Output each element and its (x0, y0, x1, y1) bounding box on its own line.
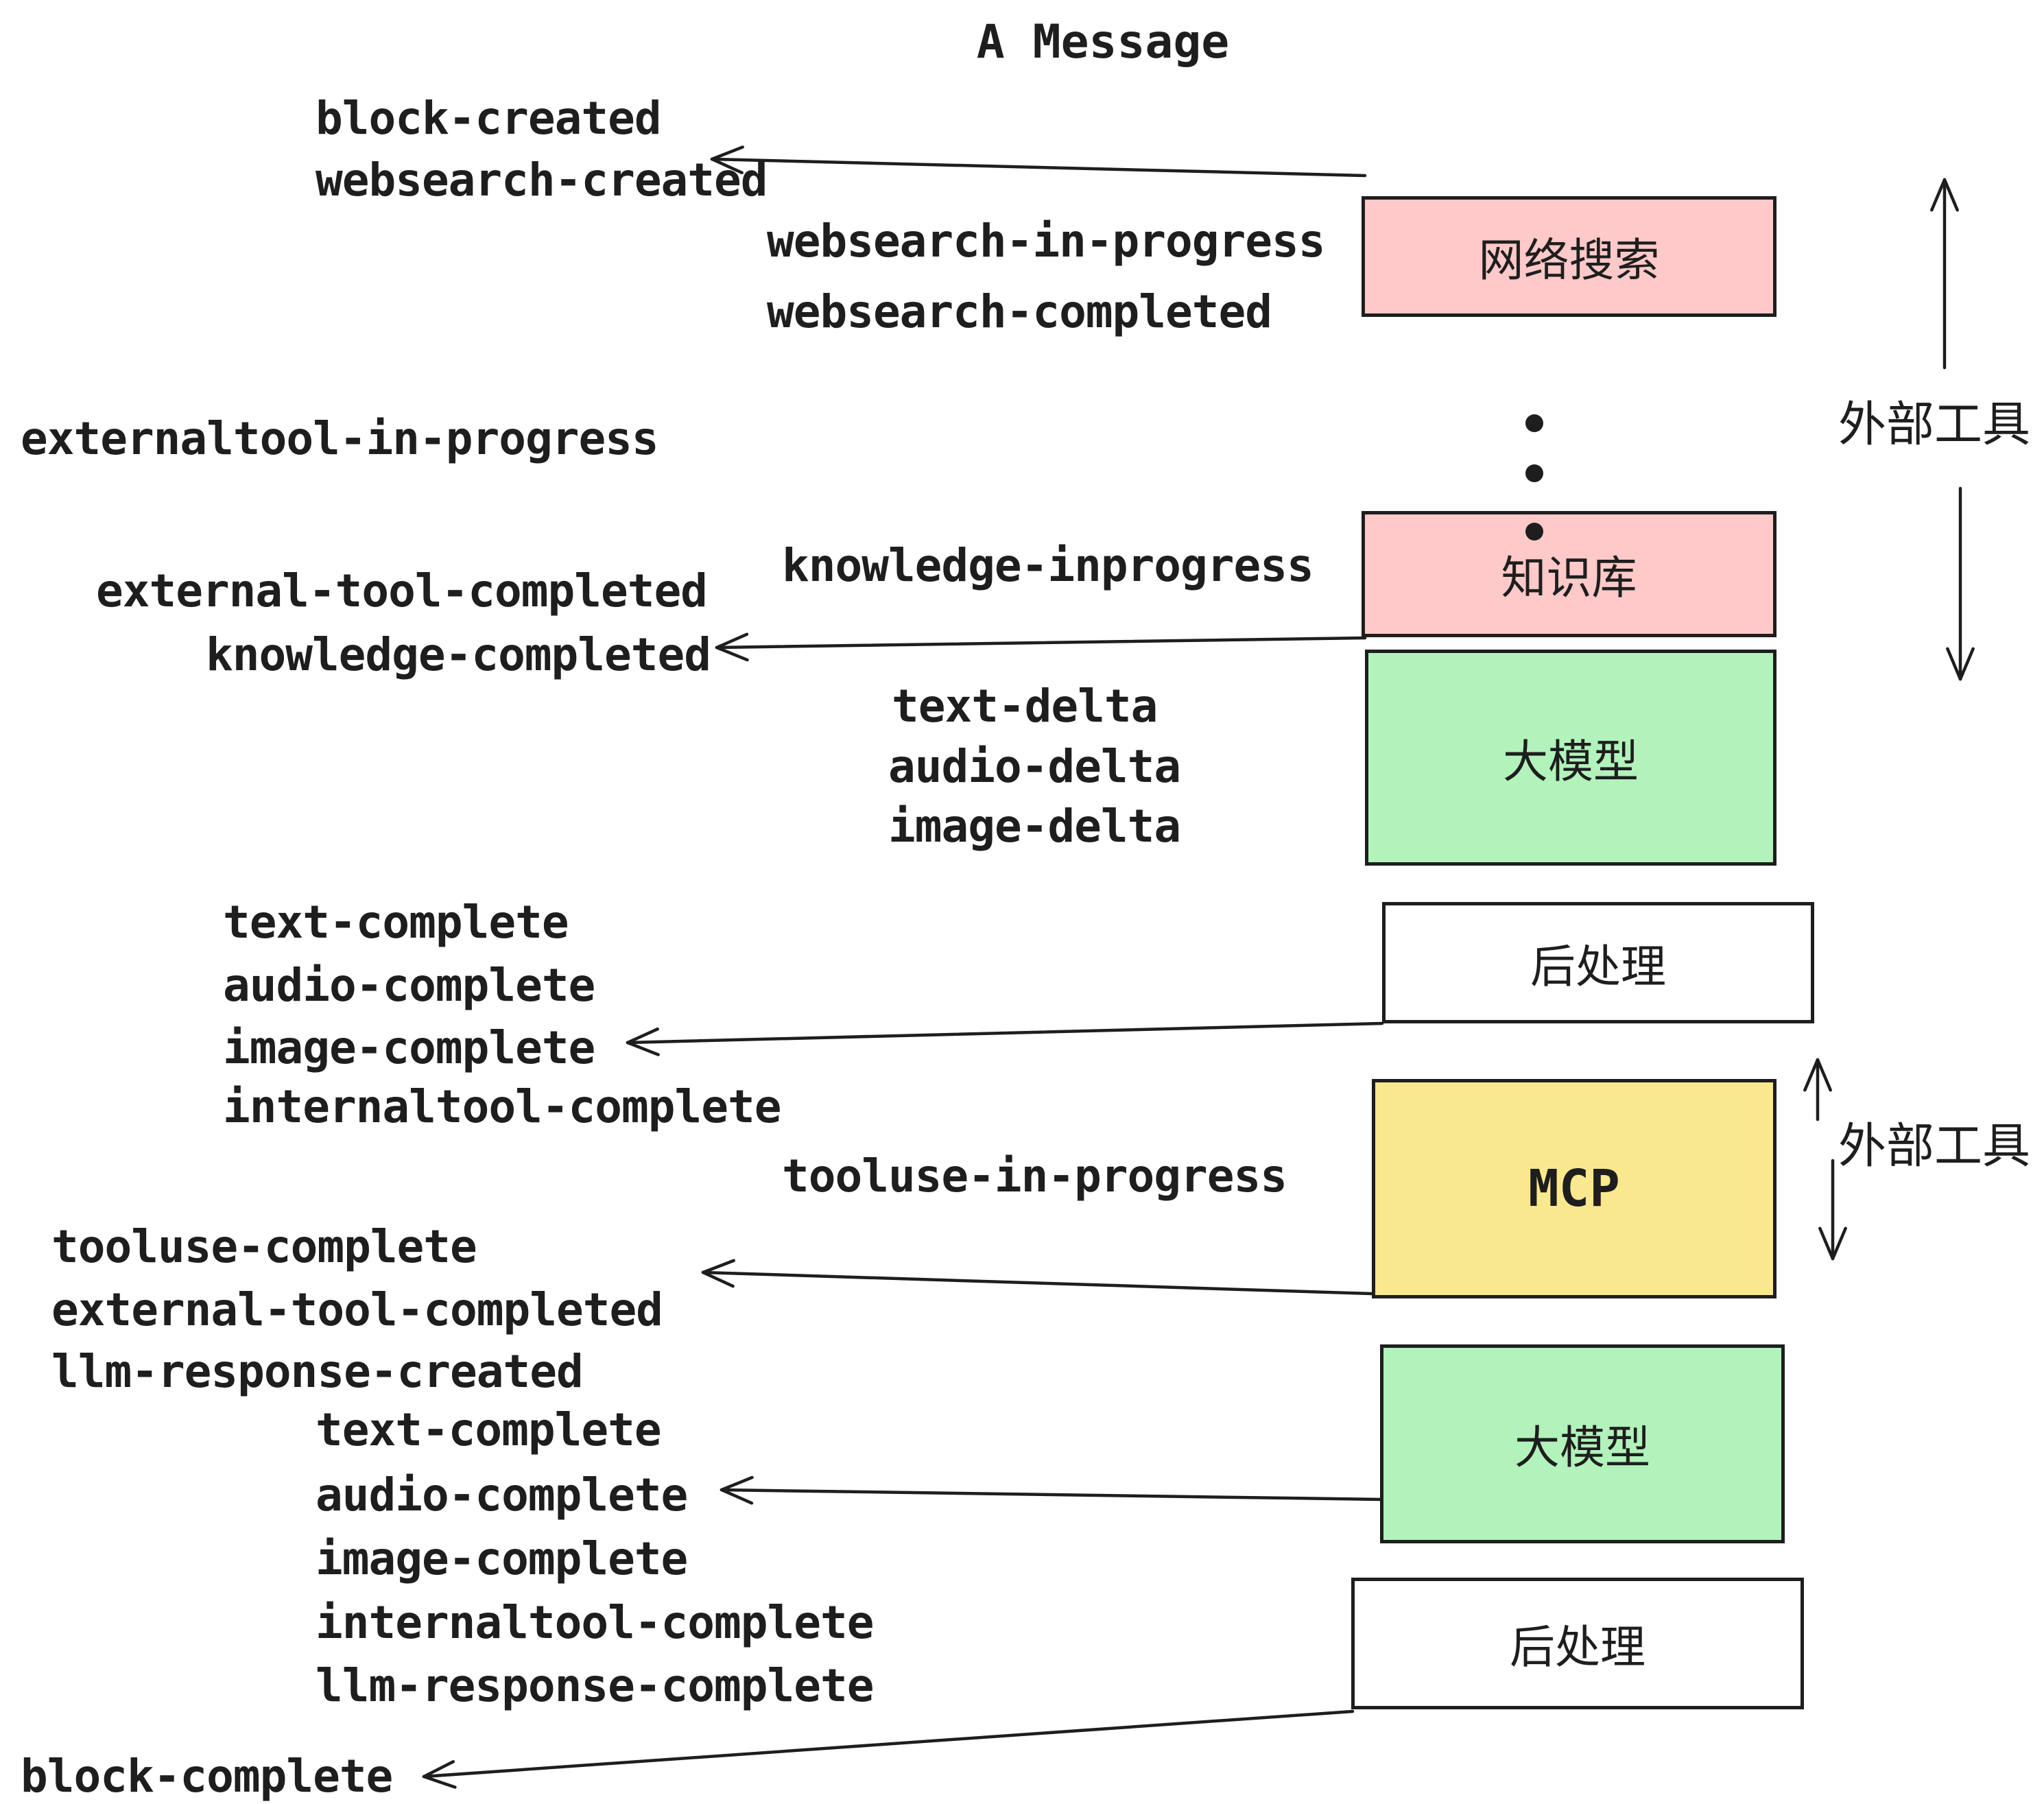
event-label: internaltool-complete (316, 1596, 874, 1649)
event-label: audio-complete (316, 1469, 688, 1521)
event-label: image-complete (316, 1532, 688, 1585)
arrow-to-image-complete (626, 1021, 1384, 1056)
flow-box: MCP (1372, 1079, 1776, 1298)
side-label-external-tools: 外部工具 (1838, 396, 2030, 453)
event-label: image-delta (888, 800, 1181, 853)
arrow-to-block-complete (422, 1709, 1355, 1789)
event-label: text-complete (316, 1403, 662, 1456)
flow-box: 后处理 (1351, 1578, 1804, 1709)
flow-box-label: 网络搜索 (1478, 234, 1660, 287)
flow-box-label: 大模型 (1503, 735, 1639, 788)
event-label: audio-complete (223, 959, 595, 1012)
flow-box: 知识库 (1362, 511, 1776, 637)
event-label: block-created (316, 92, 662, 145)
event-label: block-complete (21, 1750, 393, 1803)
flow-box-label: 知识库 (1501, 551, 1637, 604)
side-label-external-tools: 外部工具 (1838, 1117, 2030, 1174)
event-label: tooluse-in-progress (782, 1150, 1287, 1202)
event-label: websearch-in-progress (767, 215, 1325, 268)
flow-box-label: 后处理 (1510, 1621, 1645, 1674)
event-label: external-tool-completed (51, 1283, 663, 1336)
event-label: externaltool-in-progress (21, 412, 659, 465)
event-label: knowledge-inprogress (782, 539, 1314, 592)
arrow-to-audio-complete (720, 1475, 1383, 1505)
external-tools-down-arrow-1 (1946, 486, 1975, 681)
external-tools-up-arrow-1 (1930, 178, 1959, 370)
flow-box-label: MCP (1528, 1159, 1620, 1218)
event-label: text-complete (223, 896, 569, 949)
flow-box: 大模型 (1380, 1344, 1785, 1543)
flow-box-label: 后处理 (1530, 940, 1666, 993)
flow-box: 后处理 (1382, 902, 1814, 1023)
event-label: websearch-created (316, 154, 768, 206)
flow-box: 大模型 (1365, 650, 1776, 866)
event-label: text-delta (892, 680, 1158, 733)
event-label: internaltool-complete (223, 1080, 781, 1133)
event-label: image-complete (223, 1021, 595, 1074)
event-label: tooluse-complete (51, 1220, 477, 1273)
page-title: A Message (976, 15, 1230, 69)
event-label: websearch-completed (767, 285, 1272, 338)
event-label: knowledge-completed (206, 628, 711, 681)
flow-box: 网络搜索 (1362, 196, 1776, 317)
event-label: external-tool-completed (96, 565, 708, 617)
event-label: llm-response-complete (316, 1659, 874, 1712)
event-label: llm-response-created (51, 1345, 584, 1398)
arrow-to-websearch-created (710, 145, 1367, 178)
arrow-to-knowledge-completed (715, 632, 1367, 662)
arrow-to-external-tool-completed (701, 1259, 1374, 1296)
external-tools-up-arrow-2 (1803, 1058, 1832, 1121)
flow-box-label: 大模型 (1514, 1421, 1650, 1474)
event-label: audio-delta (888, 740, 1181, 793)
